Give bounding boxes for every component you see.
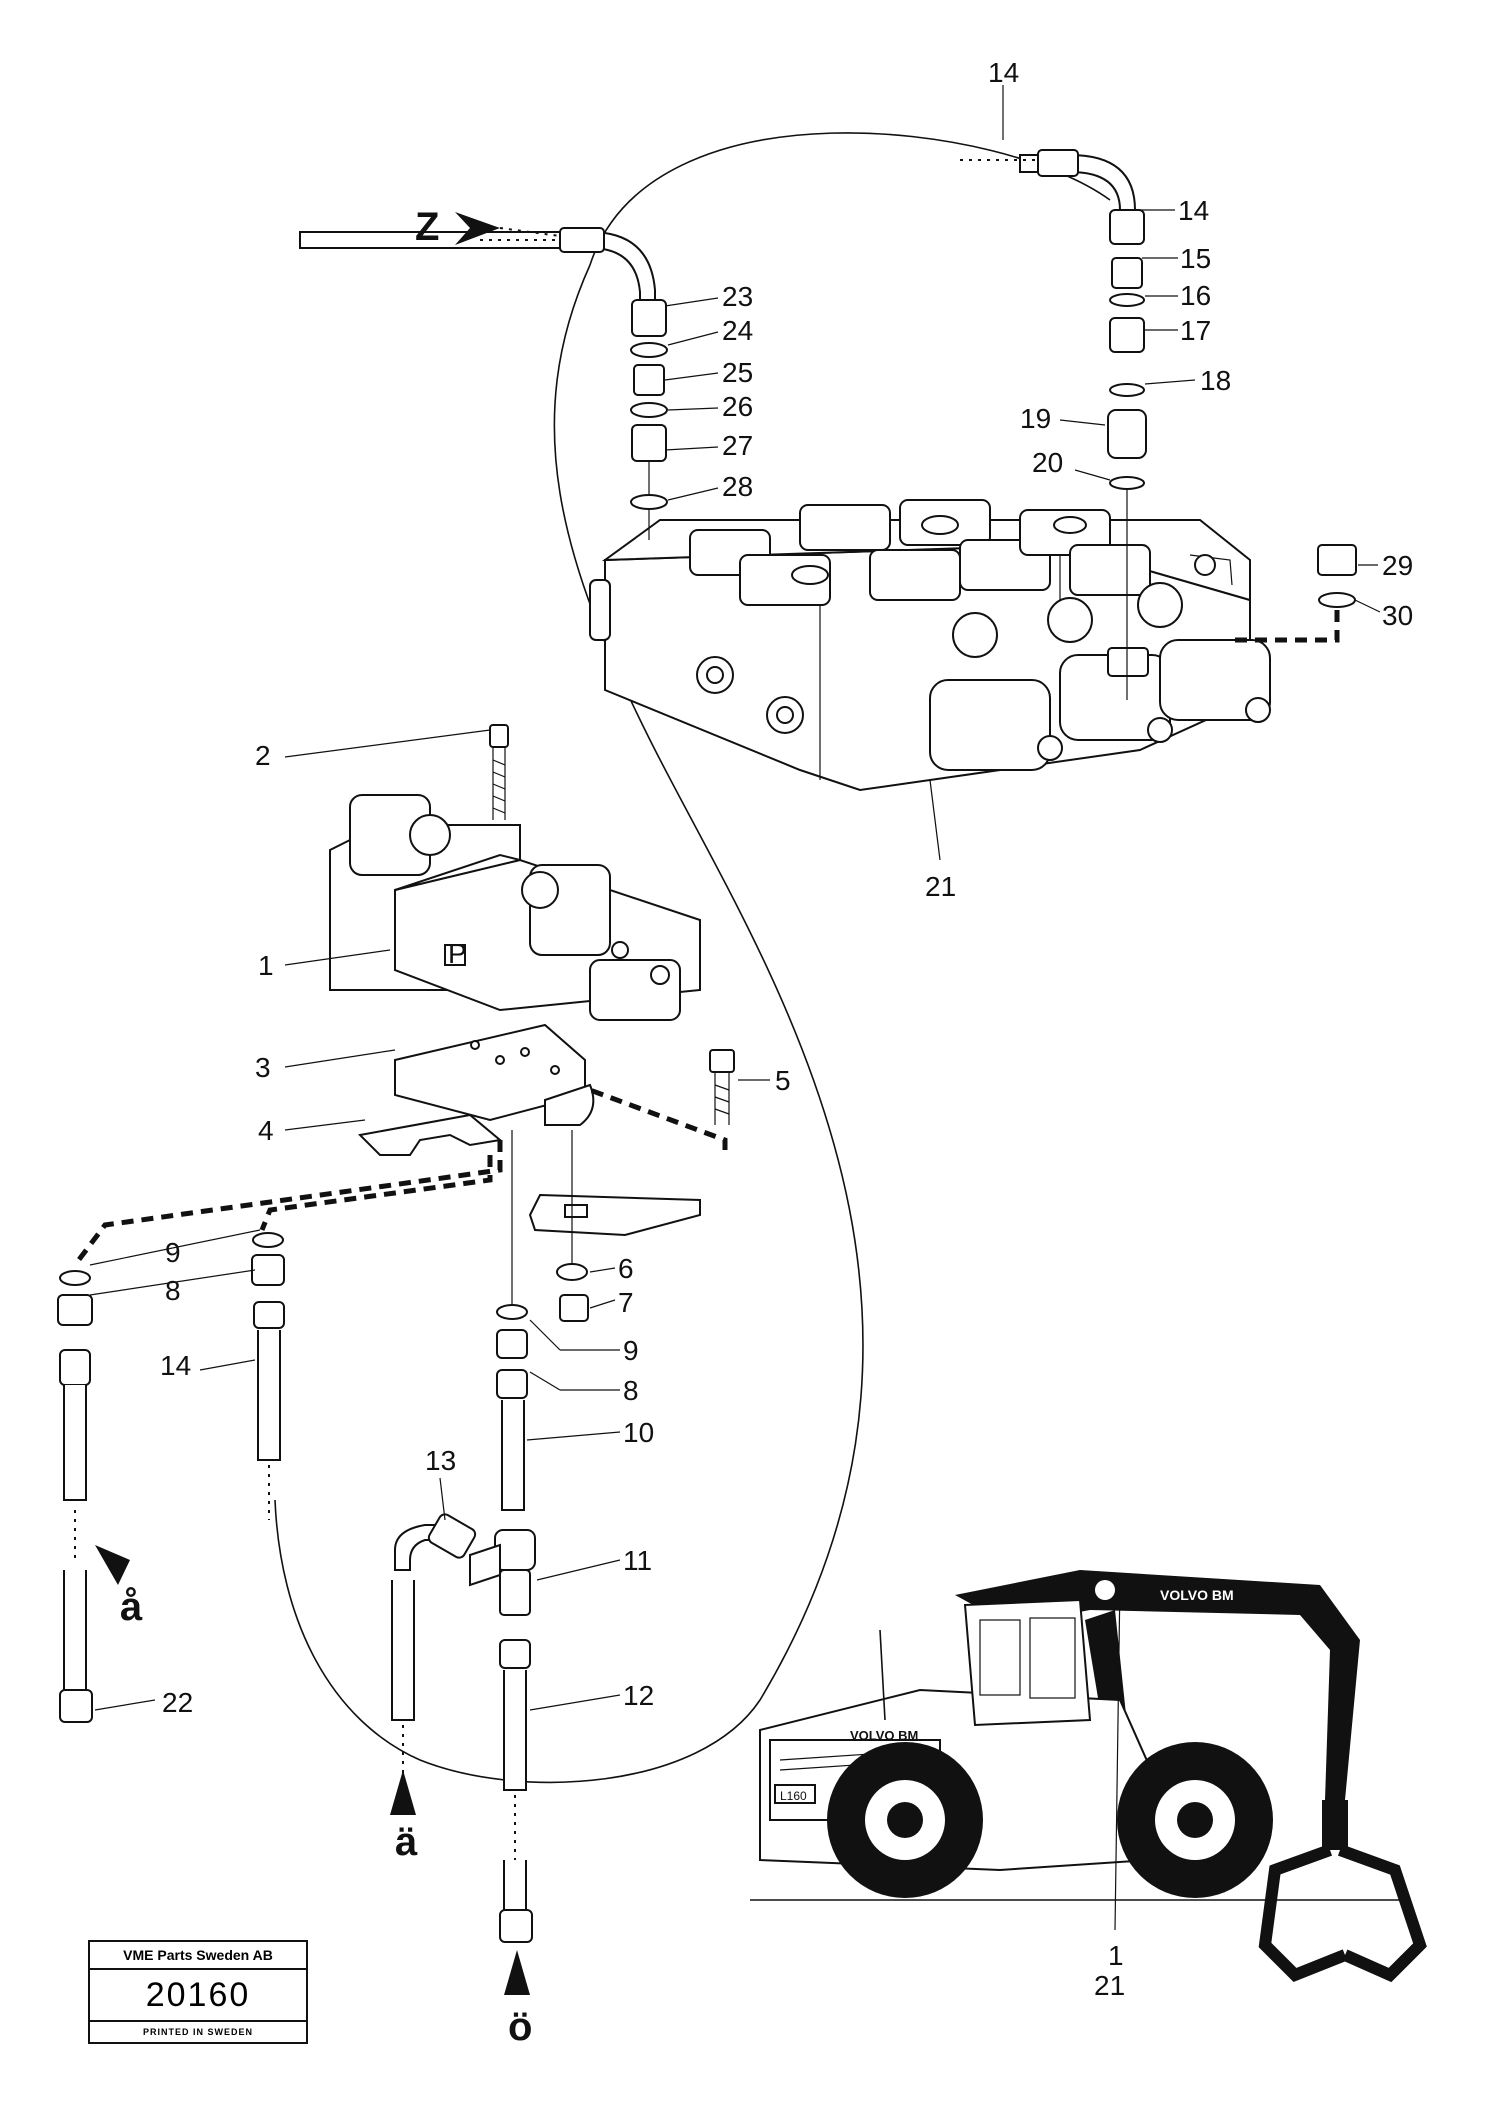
- label-11: 11: [623, 1545, 652, 1576]
- label-26: 26: [722, 391, 753, 422]
- label-6: 6: [618, 1253, 634, 1284]
- label-5: 5: [775, 1065, 791, 1096]
- valve-port-mark: P: [448, 938, 467, 969]
- label-20: 20: [1032, 447, 1063, 478]
- right-fitting-stack: [960, 149, 1147, 700]
- arrow-o-uml: [504, 1950, 530, 1995]
- bracket: [357, 1113, 701, 1237]
- label-16: 16: [1180, 280, 1211, 311]
- arrow-z: [455, 212, 561, 245]
- label-7: 7: [618, 1287, 634, 1318]
- badge-company: VME Parts Sweden AB: [90, 1942, 306, 1970]
- arrow-label-o-uml: ö: [508, 2005, 532, 2049]
- badge-number: 20160: [90, 1970, 306, 2022]
- label-9-left: 9: [165, 1237, 181, 1268]
- label-14-top: 14: [988, 57, 1019, 88]
- arrow-label-a-ring: å: [120, 1585, 143, 1629]
- label-2: 2: [255, 740, 271, 771]
- arrow-a-ring: [95, 1545, 130, 1585]
- label-1: 1: [258, 950, 274, 981]
- label-8-left: 8: [165, 1275, 181, 1306]
- label-25: 25: [722, 357, 753, 388]
- badge-printed: PRINTED IN SWEDEN: [142, 2027, 253, 2037]
- solenoid-valve: [329, 794, 701, 1021]
- label-14-left: 14: [160, 1350, 191, 1381]
- label-4: 4: [258, 1115, 274, 1146]
- label-3: 3: [255, 1052, 271, 1083]
- label-27: 27: [722, 430, 753, 461]
- hose-14-left: [251, 1232, 285, 1520]
- label-18: 18: [1200, 365, 1231, 396]
- label-17: 17: [1180, 315, 1211, 346]
- label-21-machine: 21: [1094, 1970, 1125, 2001]
- leader-lines: [89, 85, 1381, 1711]
- valve-bosses: [689, 499, 1151, 606]
- center-hose: [469, 1130, 536, 1943]
- forwarder-machine-illustration: VOLVO BM VOLVO BM L160: [750, 1570, 1427, 1983]
- body-brand: VOLVO BM: [850, 1728, 918, 1743]
- label-23: 23: [722, 281, 753, 312]
- label-8-right: 8: [623, 1375, 639, 1406]
- arrow-label-a-uml: ä: [395, 1820, 418, 1864]
- bolt-2: [489, 724, 509, 820]
- label-24: 24: [722, 315, 753, 346]
- label-1-machine: 1: [1108, 1940, 1124, 1971]
- nut-7: [559, 1294, 589, 1322]
- label-21-valve: 21: [925, 871, 956, 902]
- model-badge: L160: [780, 1789, 807, 1803]
- label-28: 28: [722, 471, 753, 502]
- pilot-units: [929, 639, 1271, 771]
- label-9-right: 9: [623, 1335, 639, 1366]
- bolt-5: [589, 1049, 735, 1150]
- label-12: 12: [623, 1680, 654, 1711]
- arrow-a-uml: [390, 1770, 416, 1815]
- label-30: 30: [1382, 600, 1413, 631]
- arrow-label-z: Z: [415, 205, 439, 249]
- label-29: 29: [1382, 550, 1413, 581]
- left-fitting-stack: [299, 227, 668, 540]
- label-15: 15: [1180, 243, 1211, 274]
- control-valve-block: [589, 499, 1271, 792]
- left-hose: [57, 1270, 93, 1723]
- label-13: 13: [425, 1445, 456, 1476]
- subplate: [394, 1023, 595, 1126]
- boom-brand: VOLVO BM: [1160, 1587, 1234, 1603]
- part-number-badge: VME Parts Sweden AB 20160 PRINTED IN SWE…: [88, 1940, 308, 2044]
- hose-13: [391, 1513, 477, 1800]
- label-22: 22: [162, 1687, 193, 1718]
- label-10: 10: [623, 1417, 654, 1448]
- washer-6: [556, 1263, 588, 1281]
- label-19: 19: [1020, 403, 1051, 434]
- label-14-right: 14: [1178, 195, 1209, 226]
